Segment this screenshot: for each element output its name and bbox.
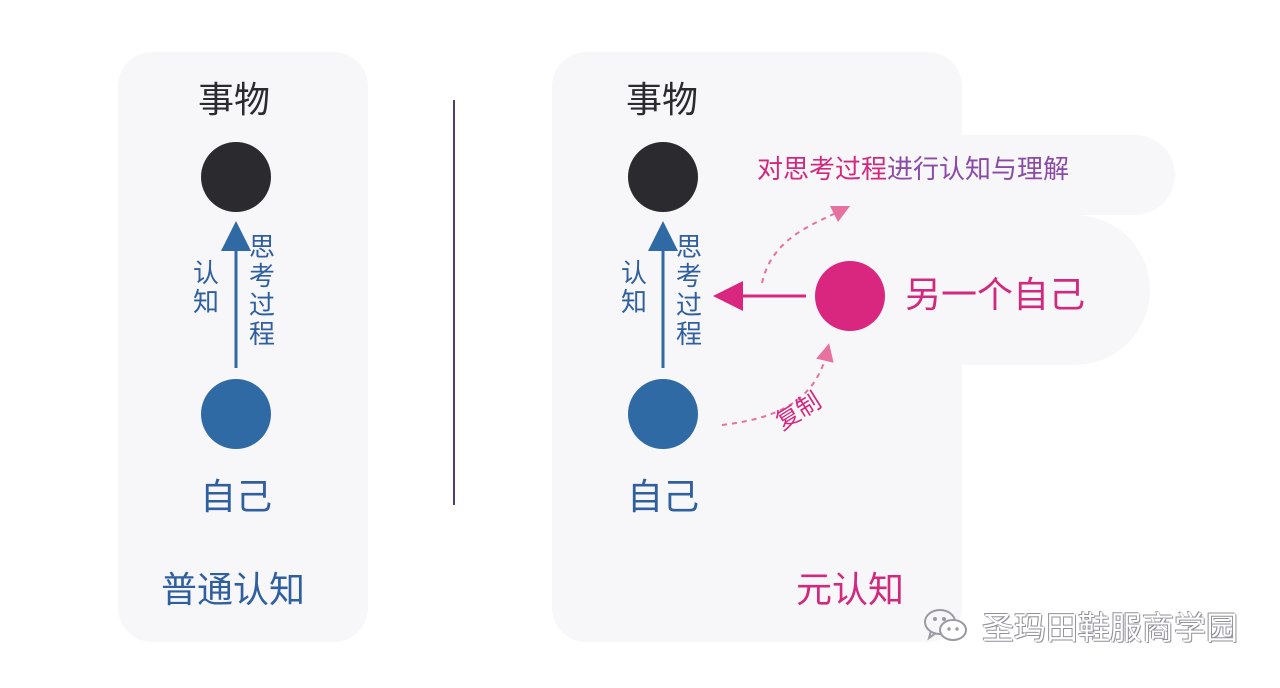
watermark-text: 圣玛田鞋服商学园 bbox=[982, 609, 1239, 647]
right-thinking-process-label: 思考过程 bbox=[676, 233, 703, 351]
wechat-icon bbox=[922, 606, 970, 646]
left-object-node bbox=[201, 142, 271, 212]
left-cognition-label: 认知 bbox=[193, 259, 220, 319]
right-object-label: 事物 bbox=[626, 80, 699, 121]
dashed-path-to-understanding bbox=[761, 205, 851, 284]
ordinary-cognition-caption: 普通认知 bbox=[161, 570, 306, 611]
left-self-node bbox=[201, 379, 271, 449]
right-self-label: 自己 bbox=[627, 477, 700, 518]
understanding-label-background bbox=[735, 135, 1175, 215]
right-cognition-label: 认知 bbox=[621, 259, 648, 319]
other-self-node bbox=[815, 261, 885, 331]
right-self-node bbox=[628, 379, 698, 449]
right-object-node bbox=[628, 142, 698, 212]
other-self-label: 另一个自己 bbox=[905, 275, 1086, 316]
left-self-label: 自己 bbox=[200, 477, 273, 518]
understanding-label: 对思考过程进行认知与理解 bbox=[757, 157, 1069, 183]
dashed-copy-path bbox=[721, 343, 834, 426]
understanding-label-part-a: 对思考过程 bbox=[757, 155, 888, 185]
metacognition-caption: 元认知 bbox=[796, 570, 905, 611]
left-object-label: 事物 bbox=[198, 80, 271, 121]
left-thinking-process-label: 思考过程 bbox=[249, 233, 276, 351]
understanding-label-part-b: 进行认知与理解 bbox=[887, 155, 1070, 185]
